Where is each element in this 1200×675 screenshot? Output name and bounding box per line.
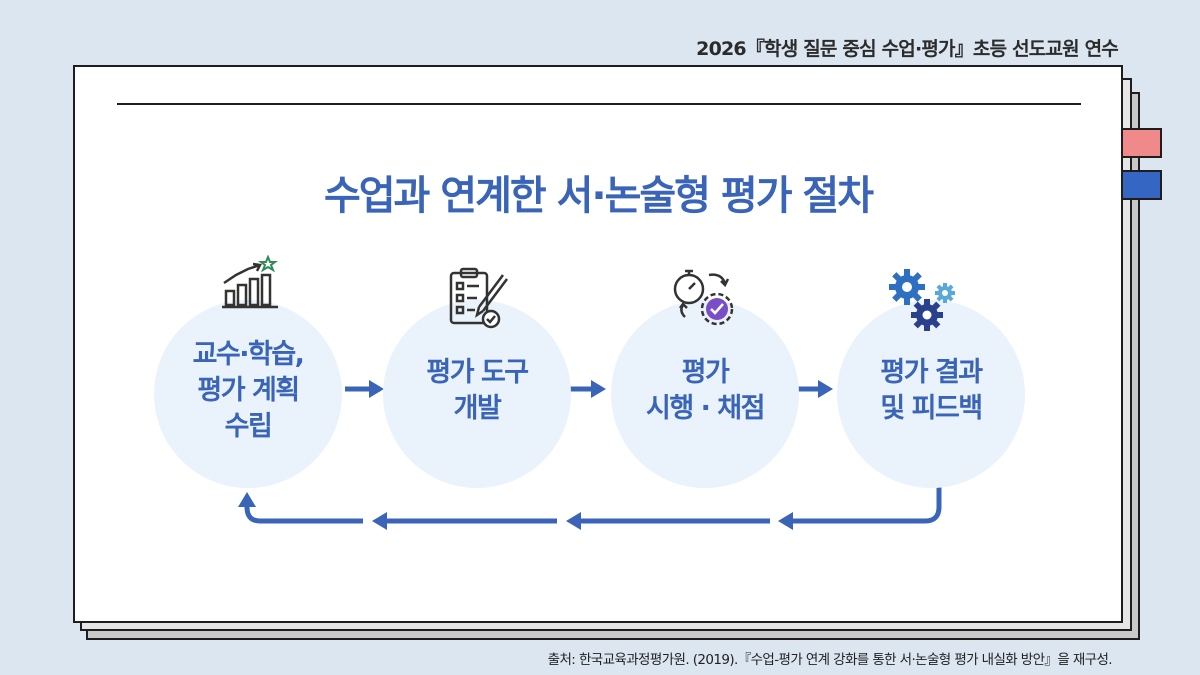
gears-icon xyxy=(885,265,965,339)
arrow-right-1 xyxy=(369,380,384,398)
title-divider xyxy=(117,103,1081,105)
growth-chart-star-icon xyxy=(220,254,280,315)
step-3-label: 평가 시행 · 채점 xyxy=(646,357,765,424)
timer-gear-check-icon xyxy=(671,265,741,335)
header-title: 2026『학생 질문 중심 수업·평가』초등 선도교원 연수 xyxy=(696,38,1119,60)
flow-arrows xyxy=(238,380,942,530)
step-4-circle xyxy=(837,300,1025,488)
step-1-label: 교수·학습, 평가 계획 수립 xyxy=(192,339,305,442)
arrow-up xyxy=(238,492,256,507)
arrow-left-3 xyxy=(372,512,387,530)
arrow-right-3 xyxy=(818,380,833,398)
arrow-right-2 xyxy=(591,380,606,398)
red-index-tab xyxy=(1120,128,1162,158)
step-1-circle xyxy=(154,300,342,488)
slide-title: 수업과 연계한 서·논술형 평가 절차 xyxy=(323,173,874,219)
step-3-circle xyxy=(611,300,799,488)
source-citation: 출처: 한국교육과정평가원. (2019).『수업-평가 연계 강화를 통한 서… xyxy=(547,652,1113,668)
arrow-left-1 xyxy=(778,512,793,530)
slide-card: 수업과 연계한 서·논술형 평가 절차 xyxy=(73,65,1123,623)
clipboard-pen-icon xyxy=(447,267,511,335)
arrow-left-2 xyxy=(566,512,581,530)
step-2-circle xyxy=(383,300,571,488)
step-2-label: 평가 도구 개발 xyxy=(426,357,529,424)
blue-index-tab xyxy=(1120,170,1162,200)
step-4-label: 평가 결과 및 피드백 xyxy=(880,357,983,424)
